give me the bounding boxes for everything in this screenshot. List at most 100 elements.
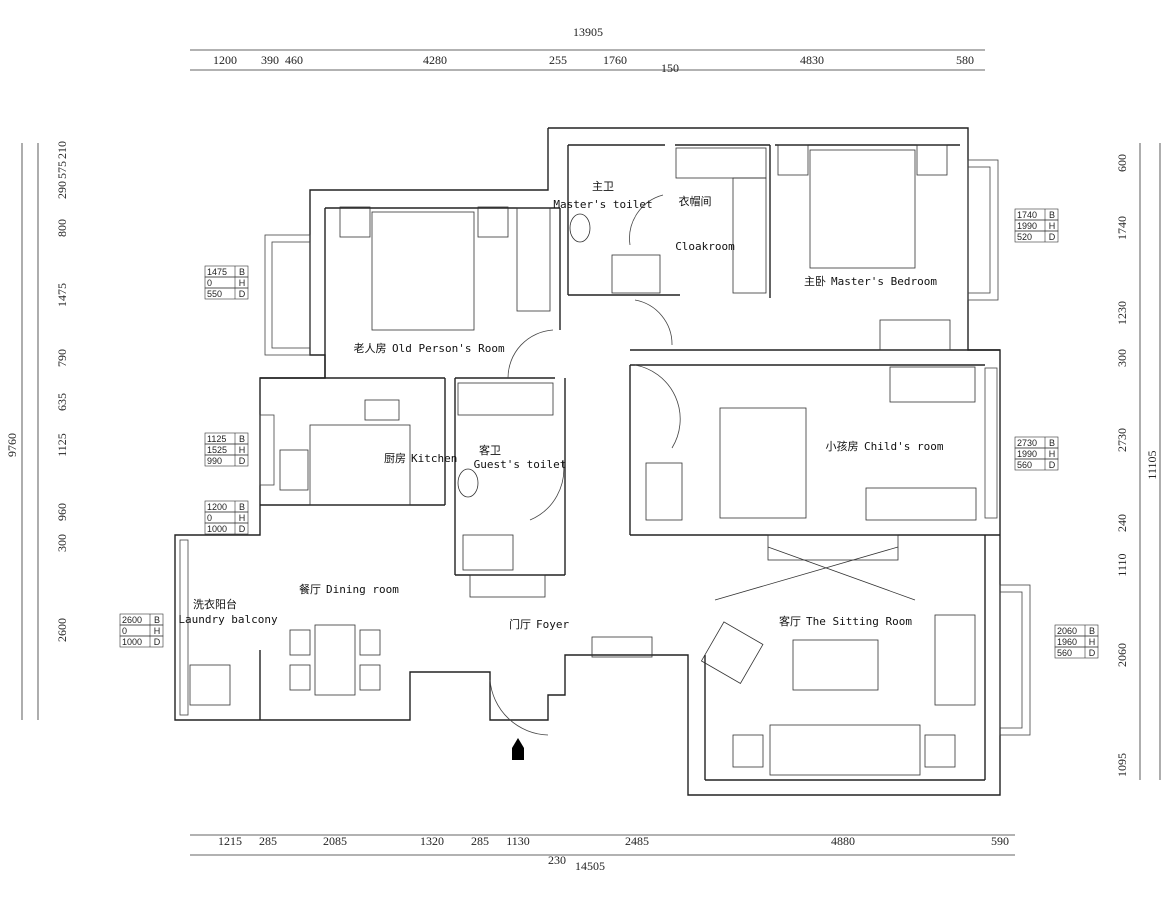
spec-cell <box>1014 458 1059 471</box>
dresser <box>879 319 951 351</box>
sofa <box>769 724 921 776</box>
dim-top-segment: 1760 <box>603 53 627 67</box>
nightstand <box>777 144 809 176</box>
dim-left-segment: 635 <box>55 393 69 411</box>
room-name-en: Child's room <box>864 440 944 453</box>
foyer-cabinet <box>469 574 546 598</box>
door-swing-entry <box>489 679 549 736</box>
kitchen-sink <box>279 449 309 491</box>
window-old-room-inner <box>271 241 311 349</box>
spec-cell <box>204 287 249 300</box>
spec-value: 1525 <box>207 445 227 455</box>
spec-key: D <box>1089 648 1096 658</box>
spec-key: D <box>1049 232 1056 242</box>
spec-value: 2730 <box>1017 438 1037 448</box>
door-swing <box>629 194 664 246</box>
child-cabinet <box>865 487 977 521</box>
spec-value: 1740 <box>1017 210 1037 220</box>
door-swing <box>529 459 565 521</box>
spec-value: 0 <box>207 513 212 523</box>
dim-right-segment: 1095 <box>1115 753 1129 777</box>
spec-key: B <box>1049 210 1055 220</box>
armchair <box>700 621 764 684</box>
spec-value: 2600 <box>122 615 142 625</box>
dim-left-segment: 300 <box>55 534 69 552</box>
spec-key: H <box>239 278 246 288</box>
room-name-cn: 老人房 <box>354 342 387 355</box>
spec-key: D <box>239 456 246 466</box>
dim-top-segment: 255 <box>549 53 567 67</box>
spec-cell <box>1054 646 1099 659</box>
guest-sink <box>462 534 514 571</box>
door-swing <box>634 299 673 346</box>
dim-bottom-segment: 2085 <box>323 834 347 848</box>
spec-value: 0 <box>207 278 212 288</box>
room-name-cn: 餐厅 <box>299 582 321 596</box>
dim-bottom-segment: 2485 <box>625 834 649 848</box>
spec-value: 1990 <box>1017 449 1037 459</box>
guest-cabinet <box>457 382 554 416</box>
room-name-en: Foyer <box>536 618 569 631</box>
door-swing <box>634 364 681 449</box>
spec-key: H <box>154 626 161 636</box>
chair <box>359 629 381 656</box>
dim-left-segment: 575 <box>55 161 69 179</box>
room-name-cn: 衣帽间 <box>679 194 712 208</box>
spec-value: 520 <box>1017 232 1032 242</box>
spec-value: 1000 <box>207 524 227 534</box>
dim-right-segment: 2060 <box>1115 643 1129 667</box>
nightstand <box>916 144 948 176</box>
spec-key: D <box>239 289 246 299</box>
spec-key: H <box>1089 637 1096 647</box>
dim-bottom-segment: 285 <box>259 834 277 848</box>
side-table <box>924 734 956 768</box>
spec-key: D <box>1049 460 1056 470</box>
entrance-arrow-icon <box>512 738 524 760</box>
dim-left-segment: 790 <box>55 349 69 367</box>
dim-right-segment: 2730 <box>1115 428 1129 452</box>
room-name-cn: 洗衣阳台 <box>193 597 237 611</box>
coffee-table <box>792 639 879 691</box>
room-name-cn: 客卫 <box>479 443 501 457</box>
spec-cell <box>119 635 164 648</box>
dim-top-segment: 150 <box>661 61 679 75</box>
room-name-en: Old Person's Room <box>392 342 505 355</box>
room-name-en: The Sitting Room <box>806 615 912 628</box>
toilet <box>569 213 591 243</box>
doors <box>489 194 681 736</box>
wardrobe <box>516 207 551 312</box>
dim-left-segment: 1125 <box>55 433 69 457</box>
spec-value: 550 <box>207 289 222 299</box>
nightstand <box>477 206 509 238</box>
dim-left-segment: 2600 <box>55 618 69 642</box>
chair <box>289 629 311 656</box>
dim-left-segment: 960 <box>55 503 69 521</box>
spec-key: B <box>1089 626 1095 636</box>
spec-key: H <box>1049 449 1056 459</box>
side-table <box>732 734 764 768</box>
door-swing <box>507 329 554 379</box>
spec-cell <box>1014 230 1059 243</box>
spec-key: B <box>239 502 245 512</box>
dim-left-total: 9760 <box>5 433 19 457</box>
walls <box>174 127 1001 796</box>
spec-value: 1990 <box>1017 221 1037 231</box>
room-name-cn: 厨房 <box>384 452 406 465</box>
bed-child <box>719 407 807 519</box>
room-name-cn: 主卫 <box>592 180 614 193</box>
dim-left-segment: 210 <box>55 141 69 159</box>
windows <box>179 159 1031 736</box>
dim-right-segment: 240 <box>1115 514 1129 532</box>
furniture <box>189 144 977 776</box>
spec-key: D <box>239 524 246 534</box>
spec-key: B <box>239 267 245 277</box>
spec-key: H <box>239 513 246 523</box>
dim-left-segment: 290 <box>55 181 69 199</box>
